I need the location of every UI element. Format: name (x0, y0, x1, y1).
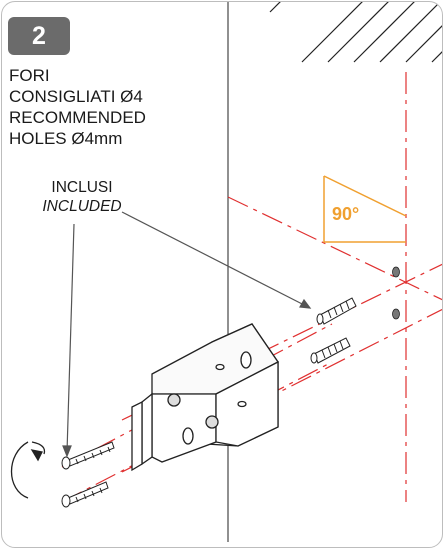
instruction-line-4: HOLES Ø4mm (9, 129, 123, 148)
instruction-line-2: CONSIGLIATI Ø4 (9, 87, 143, 106)
rotation-arrow-icon (10, 441, 46, 499)
drilling-instructions: FORI CONSIGLIATI Ø4 RECOMMENDED HOLES Ø4… (9, 65, 146, 149)
instruction-line-1: FORI (9, 66, 50, 85)
included-label-en: INCLUDED (42, 198, 122, 215)
included-label-it: INCLUSI (51, 179, 113, 196)
step-number-badge: 2 (8, 17, 70, 55)
wall-holes (392, 266, 400, 320)
included-callout: INCLUSI INCLUDED (2, 178, 162, 216)
right-angle-marker (323, 175, 407, 243)
screw-upper (61, 441, 115, 470)
instruction-line-3: RECOMMENDED (9, 108, 146, 127)
wall-plug-lower (310, 337, 351, 364)
callout-leaders (62, 211, 312, 458)
wall-bracket (131, 323, 279, 472)
assembly-illustration (10, 2, 442, 542)
right-angle-label: 90° (332, 204, 360, 224)
wall-plug-upper (316, 297, 357, 325)
wall-hatching (269, 2, 442, 63)
screw-lower (61, 481, 109, 508)
